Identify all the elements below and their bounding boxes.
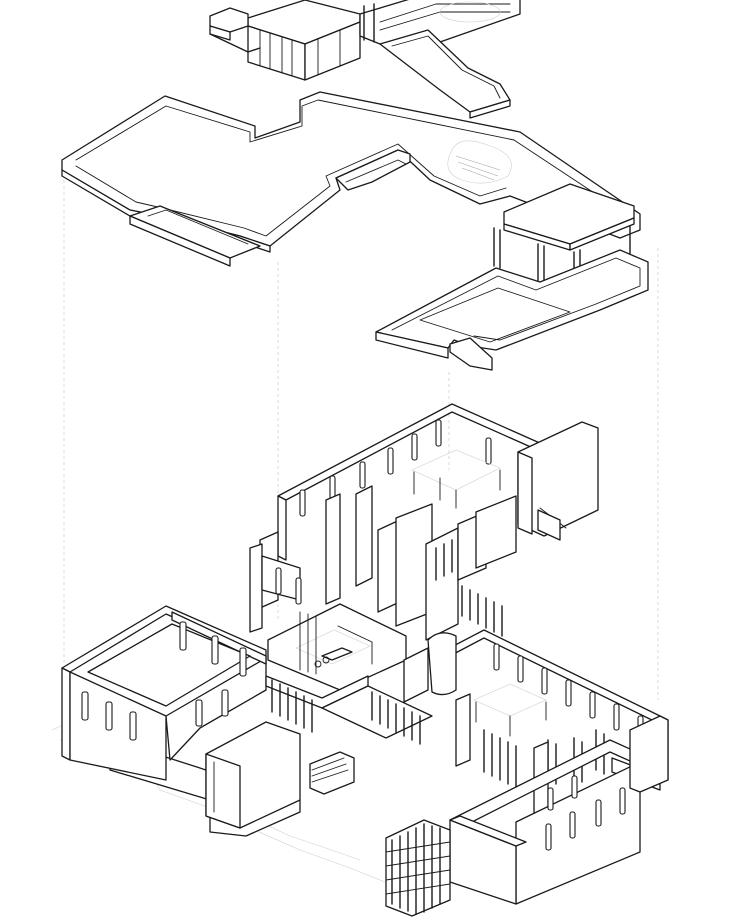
lattice-pergola: [385, 819, 451, 917]
window-slot: [195, 699, 203, 727]
window-slot: [411, 433, 418, 461]
roof-plan: [61, 0, 649, 371]
roof-top-pavilion: [247, 0, 361, 81]
window-slot: [435, 419, 442, 447]
entry-stairs: [309, 751, 355, 795]
projection-guides: [63, 180, 659, 700]
roof-central-strip: [335, 149, 411, 191]
east-short-wall: [629, 715, 669, 793]
window-slot: [565, 679, 572, 707]
curved-wall-element: [427, 632, 457, 696]
roof-lower-right: [375, 249, 649, 371]
roof-top-right-canopy: [359, 0, 521, 45]
roof-left-lip: [129, 205, 261, 267]
interior-partitions: [325, 485, 517, 641]
window-slot: [81, 691, 89, 721]
center-kitchen-zone: [267, 603, 407, 691]
roof-top-strip: [209, 7, 261, 53]
window-slot: [387, 447, 394, 475]
window-slot: [299, 489, 306, 517]
window-slot: [569, 811, 576, 839]
east-wing: [403, 629, 669, 823]
window-slot: [493, 643, 500, 671]
window-slot: [105, 701, 113, 731]
window-slot: [485, 437, 492, 465]
roof-right-canopy-box: [493, 183, 635, 291]
ground-floor-plan: [51, 403, 669, 917]
window-slot: [517, 655, 524, 683]
vertical-fins: [435, 539, 503, 637]
window-slot: [545, 823, 552, 851]
window-slot: [359, 461, 366, 489]
glass-corridor: [265, 675, 433, 745]
left-wing: [61, 605, 267, 781]
window-slot: [239, 647, 247, 677]
lattice-bars: [385, 823, 451, 915]
window-slot: [541, 667, 548, 695]
window-slot: [547, 787, 554, 811]
window-slot: [221, 689, 229, 717]
roof-connector: [379, 29, 511, 119]
window-slot: [275, 567, 282, 595]
window-slot: [595, 799, 602, 827]
window-slot: [211, 635, 219, 665]
window-slot: [295, 577, 302, 605]
window-slot: [571, 775, 578, 799]
window-slot: [619, 787, 626, 815]
window-slot: [129, 711, 137, 741]
window-slot: [589, 691, 596, 719]
left-tall-wall: [205, 721, 301, 829]
northeast-tall-wall: [517, 421, 599, 541]
center-north-block: [249, 403, 561, 633]
window-slot: [613, 703, 620, 731]
southeast-wing: [449, 739, 651, 905]
window-slot: [179, 621, 187, 651]
